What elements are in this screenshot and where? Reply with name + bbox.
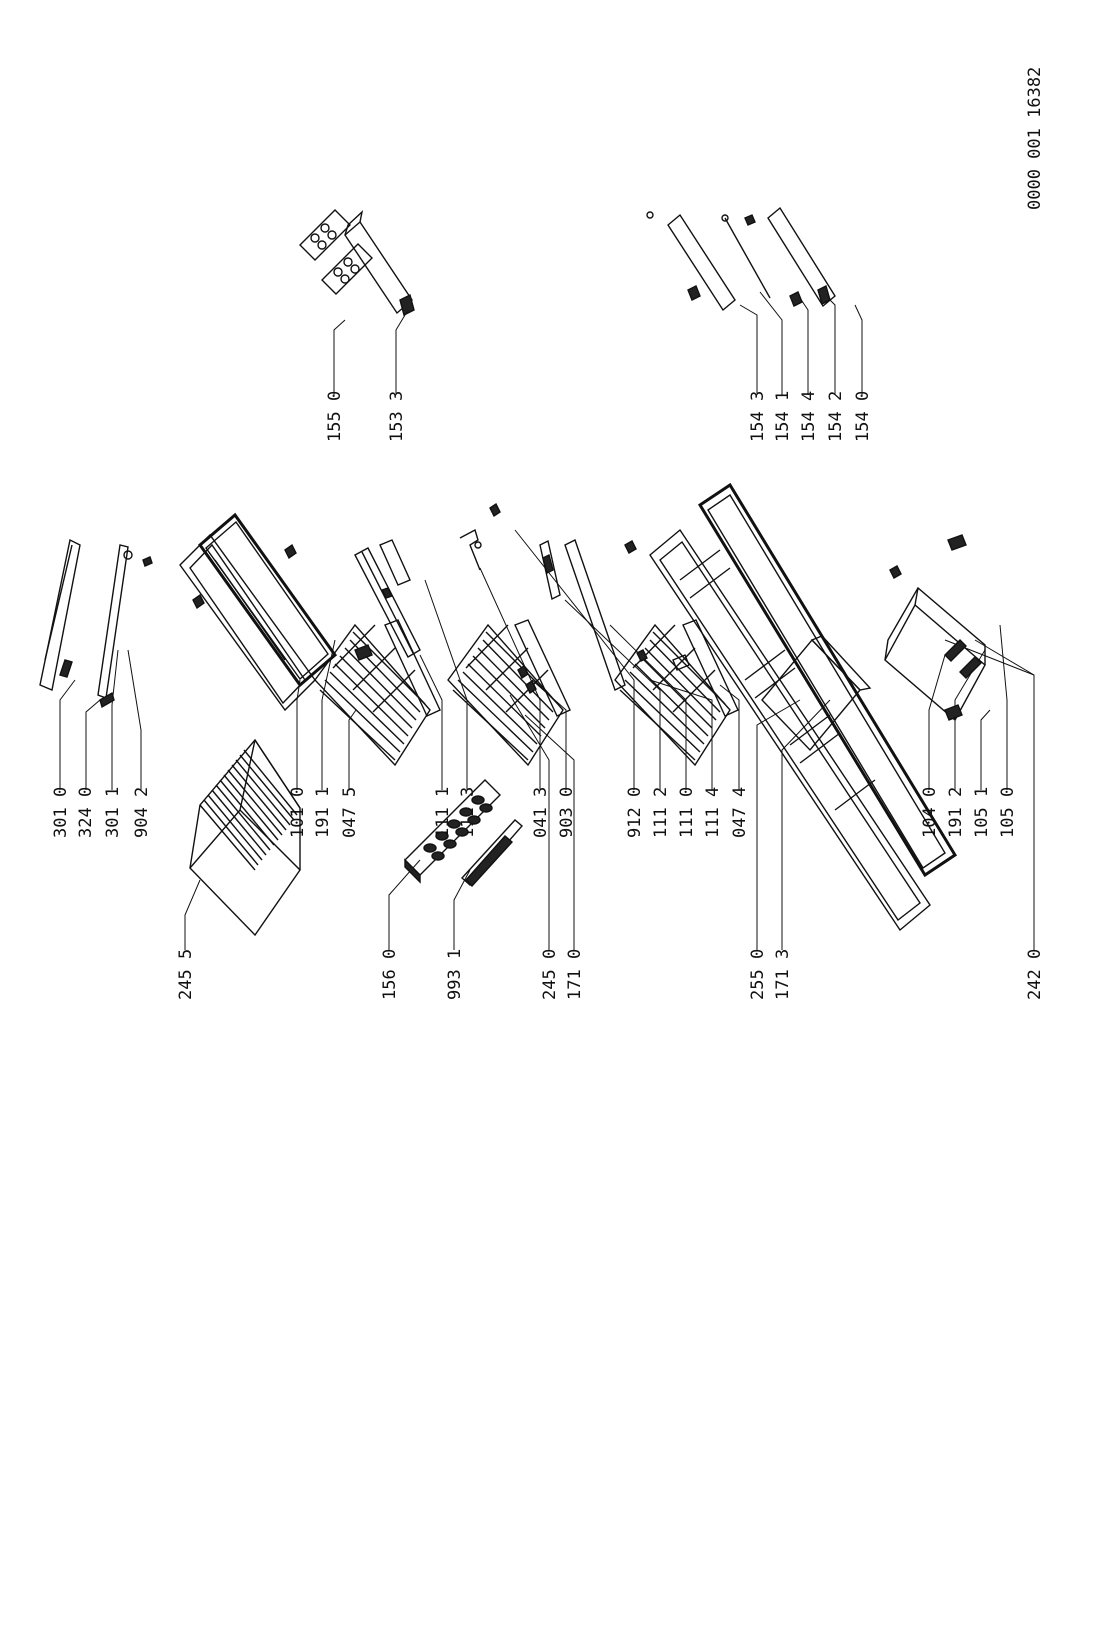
part-242-0-crisper-drawer — [884, 586, 986, 722]
callout-242-0: 242 0 — [1025, 949, 1045, 1000]
callout-111-2: 111 2 — [651, 787, 671, 838]
callout-111-4: 111 4 — [703, 787, 723, 838]
callout-047-4: 047 4 — [730, 787, 750, 838]
part-047-4-hinge-cap — [672, 654, 690, 671]
part-245-5-wire-basket — [189, 738, 301, 937]
part-191-1-door-gasket — [197, 512, 338, 688]
callout-153-3: 153 3 — [387, 391, 407, 442]
callout-904-2: 904 2 — [132, 787, 152, 838]
part-153-3-balcony — [344, 210, 415, 317]
part-111-1-door-shelf — [354, 547, 421, 658]
callout-105-0: 105 0 — [998, 787, 1018, 838]
drawing-number: 0000 001 16382 — [1025, 67, 1045, 210]
part-111-3-door-shelf — [379, 539, 411, 586]
part-993-1-ice-scraper — [461, 819, 523, 888]
callout-255-0: 255 0 — [748, 949, 768, 1000]
part-324-0-trim-strip — [97, 544, 129, 709]
callout-191-2: 191 2 — [946, 787, 966, 838]
part-111-2-rail — [539, 539, 561, 601]
part-101-0-freezer-door — [179, 533, 316, 712]
callout-993-1: 993 1 — [445, 949, 465, 1000]
callout-156-0: 156 0 — [380, 949, 400, 1000]
callout-191-1: 191 1 — [313, 787, 333, 838]
part-105-1-hinge — [944, 704, 963, 721]
part-104-0-fridge-door — [624, 528, 931, 932]
part-041-3-hinge-bracket — [459, 528, 482, 571]
callout-047-5: 047 5 — [340, 787, 360, 838]
part-047-5-hinge — [192, 543, 373, 661]
callout-101-0: 101 0 — [288, 787, 308, 838]
part-912-0-pin — [489, 502, 501, 518]
part-245-0-wire-shelf-bottom — [614, 619, 739, 767]
leader-lines — [59, 291, 1035, 950]
callout-171-3: 171 3 — [773, 949, 793, 1000]
callout-903-0: 903 0 — [557, 787, 577, 838]
part-301-0-top-trim — [39, 538, 81, 691]
callout-301-0: 301 0 — [51, 787, 71, 838]
callout-154-2: 154 2 — [826, 391, 846, 442]
part-111-4-clip — [636, 649, 648, 662]
part-154-3-balcony — [646, 211, 736, 312]
callout-154-4: 154 4 — [799, 391, 819, 442]
callout-154-1: 154 1 — [773, 391, 793, 442]
part-156-0-egg-tray — [404, 779, 501, 884]
callout-245-5: 245 5 — [176, 949, 196, 1000]
part-245-0-wire-shelf-middle — [447, 619, 571, 767]
callout-912-0: 912 0 — [625, 787, 645, 838]
part-155-0-egg-holders — [299, 209, 373, 295]
callout-171-0: 171 0 — [565, 949, 585, 1000]
callout-041-3: 041 3 — [531, 787, 551, 838]
callout-245-0: 245 0 — [540, 949, 560, 1000]
callout-111-1: 111 1 — [433, 787, 453, 838]
callout-301-1: 301 1 — [103, 787, 123, 838]
part-105-0-hinge — [947, 534, 967, 551]
part-111-0-rail — [564, 539, 626, 691]
part-154-0-balcony — [744, 206, 836, 308]
callout-105-1: 105 1 — [972, 787, 992, 838]
part-154-1-rod — [721, 214, 771, 299]
callout-111-0: 111 0 — [677, 787, 697, 838]
callout-155-0: 155 0 — [325, 391, 345, 442]
callout-324-0: 324 0 — [76, 787, 96, 838]
part-904-2-screws — [123, 550, 153, 567]
part-191-2-door-gasket — [697, 482, 958, 878]
callout-154-0: 154 0 — [853, 391, 873, 442]
part-903-0-screw — [517, 664, 537, 695]
part-245-0-wire-shelf-top — [314, 619, 441, 767]
callout-154-3: 154 3 — [748, 391, 768, 442]
